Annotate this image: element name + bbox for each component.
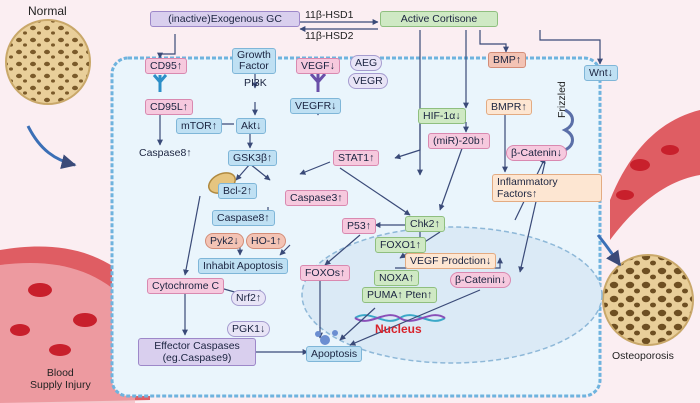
node-exogenous-gc: (inactive)Exogenous GC: [150, 11, 300, 27]
node-inflammatory-factors: Inflammatory Factors↑: [492, 174, 602, 202]
red-blood-cell: [49, 344, 71, 356]
osteoporosis-bone-image: [602, 254, 694, 346]
node-mir20b: (miR)-20b↑: [428, 133, 490, 149]
node-vegfr: VEGFR↓: [290, 98, 342, 114]
node-active-cortisone: Active Cortisone: [380, 11, 498, 27]
red-blood-cell: [10, 324, 30, 336]
red-blood-cell: [28, 283, 52, 297]
node-caspase3: Caspase3↑: [285, 190, 348, 206]
node-noxa: NOXA↑: [374, 270, 420, 286]
node-foxos: FOXOs↑: [300, 265, 351, 281]
node-growth-factor: Growth Factor: [232, 48, 276, 74]
node-p53: P53↑: [342, 218, 376, 234]
red-blood-cell: [630, 159, 650, 171]
node-pyk2: Pyk2↓: [205, 233, 244, 249]
frizzled-label: Frizzled: [556, 81, 568, 118]
node-cd95: CD95↑: [145, 58, 188, 74]
node-caspase8-mid: Caspase8↑: [212, 210, 275, 226]
node-pi3k: PI3K: [244, 77, 267, 89]
node-inhabit-apoptosis: Inhabit Apoptosis: [198, 258, 288, 274]
vegfr-receptor: [309, 73, 327, 92]
node-aeg: AEG: [350, 55, 383, 71]
frizzled-receptor: [561, 108, 574, 152]
node-puma-pten: PUMA↑ Pten↑: [362, 287, 438, 303]
node-vegf: VEGF↓: [296, 58, 340, 74]
node-bmp: BMP↑: [488, 52, 527, 68]
apoptotic-body: [320, 335, 330, 345]
node-bmpr: BMPR↑: [486, 99, 532, 115]
hsd1-label: 11β-HSD1: [305, 9, 354, 21]
node-vegf-production: VEGF Prodction↓: [405, 253, 497, 269]
cd95-receptor: [152, 74, 168, 92]
arrow-vessel-to-osteoporosis: [596, 234, 622, 267]
node-vegr: VEGR: [348, 73, 388, 89]
red-blood-cell: [661, 145, 679, 155]
node-stat1: STAT1↑: [333, 150, 380, 166]
node-nrf2: Nrf2↑: [231, 290, 267, 306]
red-blood-cell: [616, 190, 634, 200]
node-akt: Akt↓: [236, 118, 267, 134]
node-hif1a: HIF-1α↓: [418, 108, 466, 124]
blood-supply-injury-label: Blood Supply Injury: [30, 367, 91, 391]
node-pgk1: PGK1↓: [227, 321, 271, 337]
node-ho1: HO-1↑: [246, 233, 287, 249]
node-caspase8-top: Caspase8↑: [139, 147, 192, 159]
nucleus-envelope: [301, 226, 603, 364]
osteoporosis-label: Osteoporosis: [612, 350, 674, 362]
nucleus-label: Nucleus: [375, 322, 422, 336]
blood-vessel-left-inner: [0, 262, 135, 403]
node-beta-catenin-2: β-Catenin↓: [450, 272, 511, 288]
node-apoptosis: Apoptosis: [306, 346, 363, 362]
node-gsk3b: GSK3β↑: [228, 150, 278, 166]
blood-vessel-right: [610, 110, 700, 240]
normal-label: Normal: [28, 4, 67, 18]
node-foxo1: FOXO1↑: [375, 237, 426, 253]
node-chk2: Chk2↑: [405, 216, 445, 232]
red-blood-cell: [73, 313, 97, 327]
node-effector-caspases: Effector Caspases (eg.Caspase9): [138, 338, 256, 366]
arrow-normal-to-vessel: [26, 125, 77, 169]
node-beta-catenin-1: β-Catenin↓: [506, 145, 567, 161]
node-mtor: mTOR↑: [176, 118, 222, 134]
node-cytochrome-c: Cytochrome C: [147, 278, 225, 294]
node-bcl2: Bcl-2↑: [218, 183, 258, 199]
normal-bone-image: [5, 19, 91, 105]
hsd2-label: 11β-HSD2: [305, 30, 354, 42]
node-wnt: Wnt↓: [584, 65, 618, 81]
node-cd95l: CD95L↑: [145, 99, 193, 115]
